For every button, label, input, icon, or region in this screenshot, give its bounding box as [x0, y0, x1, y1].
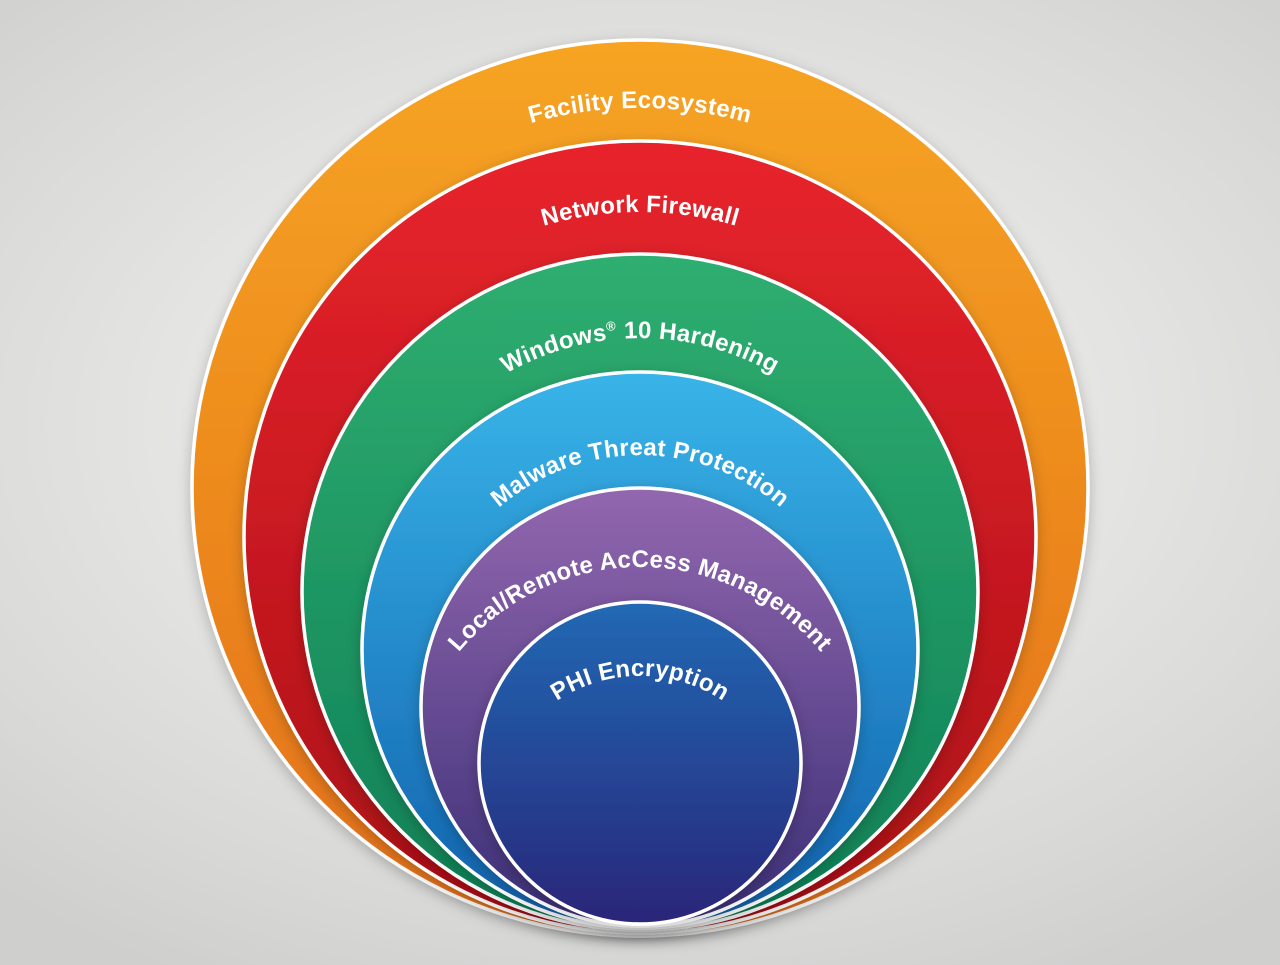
- layer-circle-phi-encryption: [477, 600, 803, 926]
- registered-trademark-symbol: ®: [605, 318, 616, 334]
